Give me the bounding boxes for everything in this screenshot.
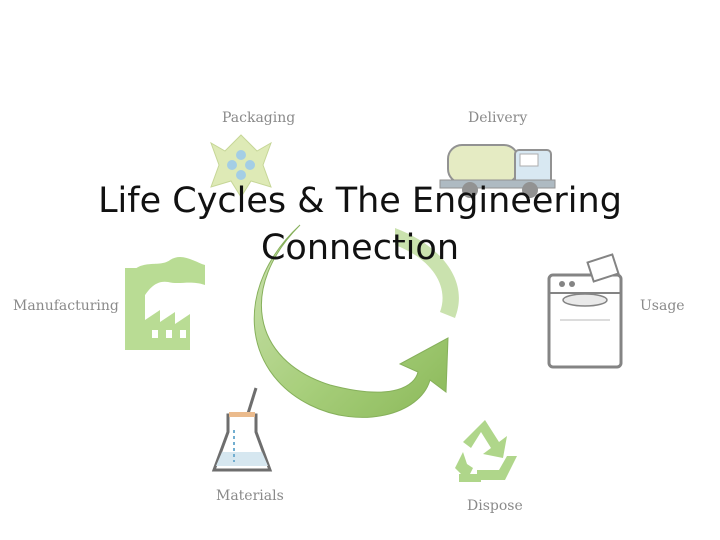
recycle-icon — [455, 420, 517, 482]
stage-label-dispose: Dispose — [467, 498, 523, 514]
stage-label-packaging: Packaging — [222, 110, 296, 126]
packaging-icon — [210, 134, 272, 198]
delivery-truck-icon — [439, 144, 556, 198]
stage-label-usage: Usage — [640, 298, 685, 314]
stage-label-manufacturing: Manufacturing — [13, 298, 119, 314]
factory-icon — [125, 256, 205, 350]
flask-icon — [211, 387, 273, 472]
slide-title: Life Cycles & The Engineering Connection — [60, 178, 660, 272]
stage-label-materials: Materials — [216, 488, 284, 504]
washing-machine-icon — [547, 253, 623, 369]
slide-title-line-1: Life Cycles & The Engineering — [98, 181, 622, 221]
cycle-arrow — [253, 224, 459, 418]
stage-label-delivery: Delivery — [468, 110, 528, 126]
slide-title-line-2: Connection — [260, 228, 460, 268]
